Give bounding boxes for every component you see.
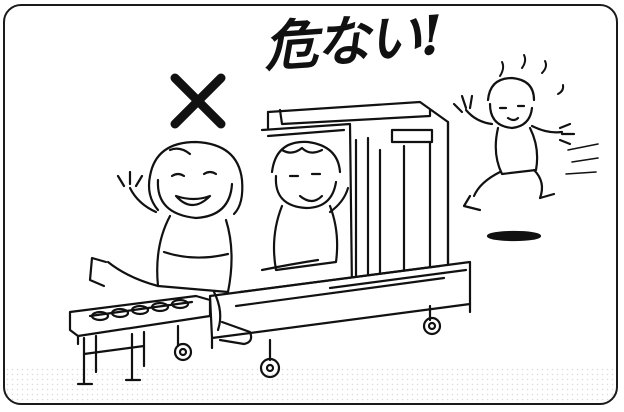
running-man-figure bbox=[452, 76, 599, 242]
warning-caption: 危ない! bbox=[261, 2, 444, 79]
conveyor-table bbox=[68, 294, 212, 386]
illustration-frame bbox=[3, 4, 618, 405]
sweat-drops-icon bbox=[499, 54, 565, 95]
girl-figure bbox=[88, 140, 253, 346]
machine bbox=[173, 100, 472, 379]
boy-figure bbox=[260, 140, 350, 272]
x-mark-icon bbox=[170, 73, 226, 129]
